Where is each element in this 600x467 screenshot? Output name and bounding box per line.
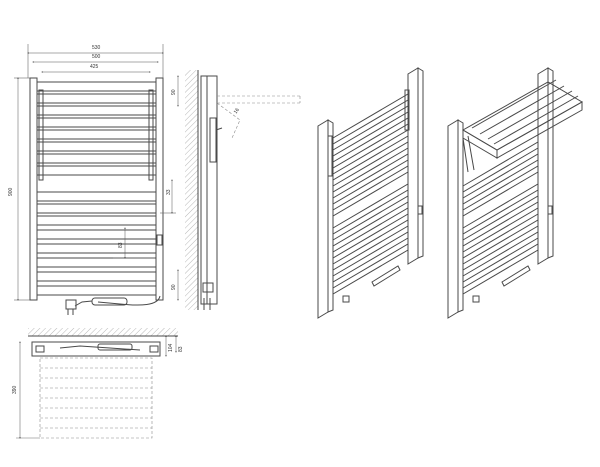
right-upright [155, 77, 164, 301]
dim-bar-width: 500 [92, 54, 101, 60]
front-height-dimension: 900 [8, 77, 30, 301]
dim-height: 900 [8, 187, 14, 196]
power-cable [65, 295, 161, 315]
dim-shelf-depth: 390 [12, 385, 18, 394]
top-view: 104 83 390 [12, 328, 184, 439]
perspective-bars-1 [332, 93, 409, 295]
front-view: 530 500 425 900 [8, 44, 176, 315]
dim-gap-a: 33 [166, 189, 172, 195]
dim-mount-width: 425 [90, 64, 99, 70]
foldable-shelf-outline: 16 [216, 95, 301, 139]
perspective-view-plain [317, 67, 424, 319]
dim-depth-a: 104 [168, 343, 174, 352]
dim-bottom-offset: 90 [171, 284, 177, 290]
perspective-bracket-left [327, 135, 333, 177]
folding-shelf [461, 79, 584, 173]
front-top-dimensions: 530 500 425 [27, 44, 164, 78]
left-bracket [38, 89, 44, 181]
top-body [31, 341, 161, 357]
right-bracket [148, 89, 154, 181]
bottom-fitting [202, 282, 214, 293]
dim-overall-width: 530 [92, 45, 101, 51]
perspective-knob-2 [547, 205, 553, 215]
wall-hatch [185, 70, 198, 310]
perspective-bars-2 [462, 141, 539, 295]
dim-shelf-offset: 16 [233, 107, 241, 115]
perspective-bracket-right [404, 89, 410, 131]
side-upright [200, 75, 208, 305]
left-upright [29, 77, 38, 301]
dim-top-offset: 90 [171, 89, 177, 95]
thermostat-knob [156, 234, 163, 246]
side-bars-profile [206, 75, 218, 305]
perspective-knob [417, 205, 423, 215]
side-bracket [209, 117, 217, 163]
heating-element [371, 265, 401, 287]
top-wall-hatch [28, 328, 178, 336]
top-shelf-dashed [39, 357, 153, 439]
side-view: 90 16 90 [171, 70, 301, 310]
front-bars [36, 81, 157, 296]
heating-element-2 [501, 265, 531, 287]
power-plug-icon [65, 299, 77, 310]
dim-gap-b: 83 [118, 242, 124, 248]
perspective-view-with-shelf [447, 67, 584, 319]
front-side-dimensions: 33 83 [113, 179, 176, 259]
dim-depth-b: 83 [178, 346, 184, 352]
